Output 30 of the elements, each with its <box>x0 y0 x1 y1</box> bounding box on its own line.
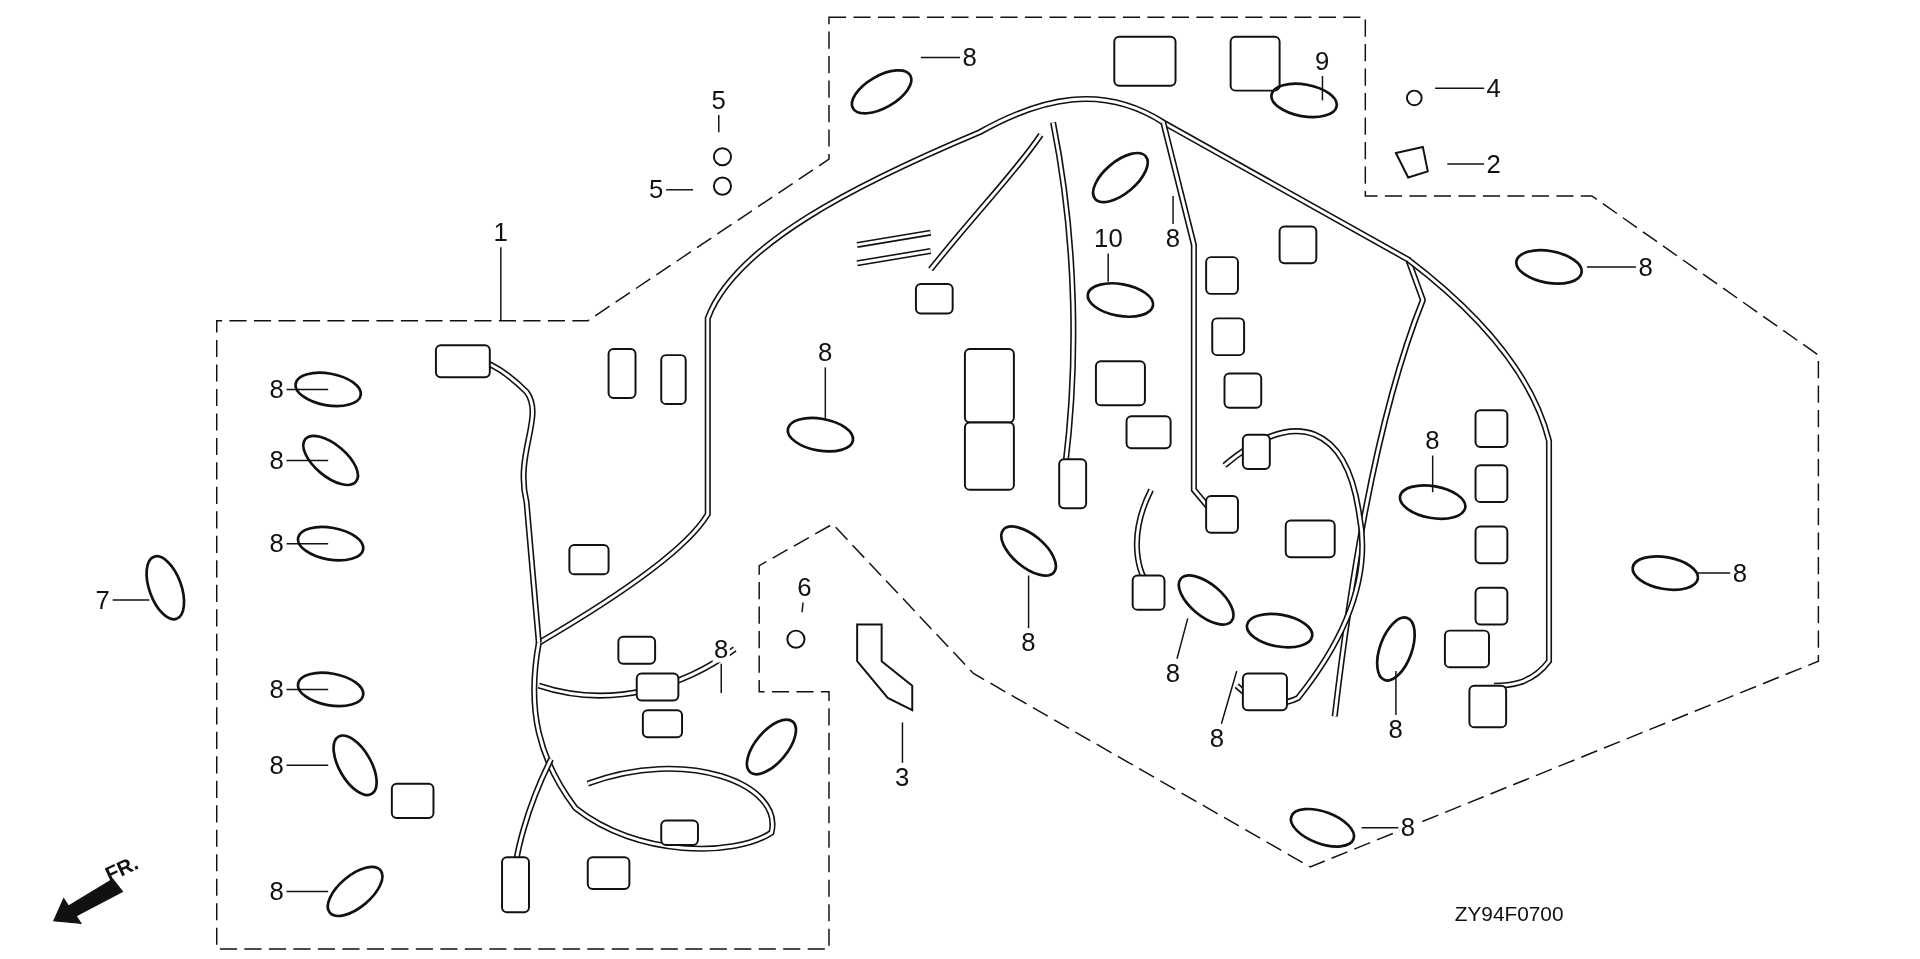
leader-line <box>1220 670 1238 725</box>
leader-line <box>665 189 694 191</box>
leader-line <box>285 890 329 893</box>
leader-line <box>1395 670 1397 716</box>
leader-line <box>285 688 329 691</box>
leader-line <box>1446 163 1485 165</box>
direction-label: FR. <box>101 851 143 888</box>
leader-line <box>1321 75 1324 102</box>
leader-line <box>285 764 329 767</box>
leader-line <box>111 599 151 601</box>
leader-line <box>285 542 329 545</box>
leader-line <box>1434 87 1485 89</box>
leader-line <box>1431 454 1434 493</box>
leader-line <box>1027 574 1030 629</box>
leader-line <box>801 601 804 613</box>
leader-line <box>285 459 329 462</box>
leader-line <box>1360 827 1400 829</box>
leader-line <box>1586 266 1637 268</box>
leader-line <box>285 388 329 391</box>
leader-line <box>1696 572 1731 574</box>
leader-line <box>824 366 827 420</box>
leader-line <box>920 56 961 59</box>
leader-line <box>901 721 904 764</box>
leader-line <box>500 246 502 322</box>
leader-line <box>1172 195 1174 225</box>
leader-line <box>720 662 722 694</box>
leader-line <box>1176 617 1189 660</box>
drawing-number: ZY94F0700 <box>1454 902 1564 927</box>
leader-line <box>1107 252 1109 283</box>
leader-line <box>718 114 720 133</box>
